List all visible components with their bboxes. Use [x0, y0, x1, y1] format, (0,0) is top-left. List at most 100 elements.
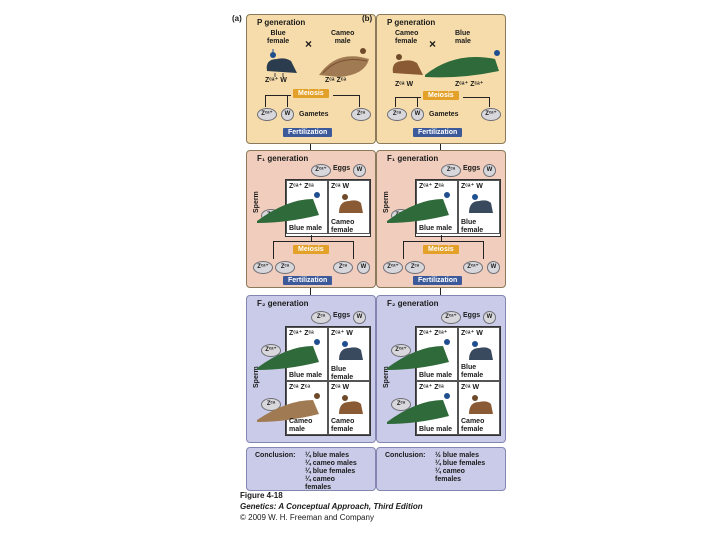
fertilization-label: Fertilization	[283, 276, 333, 285]
meiosis-label: Meiosis	[423, 91, 459, 100]
cameo-male-peacock	[319, 48, 369, 77]
f2-title: F₂ generation	[257, 299, 309, 308]
eggs-label: Eggs	[463, 165, 481, 172]
egg-oval: Zᶜᵃ⁺	[441, 311, 461, 324]
cell-genotype: Zᶜᵃ W	[331, 384, 350, 391]
punnett-cell: Zᶜᵃ⁺ Zᶜᵃ⁺ Blue male	[387, 327, 458, 381]
cameo-female-peacock	[469, 395, 493, 414]
egg-oval: W	[353, 164, 366, 177]
sperm-oval: Zᶜᵃ⁺	[261, 344, 281, 357]
connector	[311, 235, 312, 241]
punnett-cell: Zᶜᵃ W Cameo female	[458, 381, 500, 435]
blue-male-peacock	[257, 339, 320, 370]
cell-genotype: Zᶜᵃ W	[461, 384, 480, 391]
eggs-label: Eggs	[463, 312, 481, 319]
sperm-oval: Zᶜᵃ	[261, 398, 281, 411]
gamete-oval: Zᶜᵃ⁺	[257, 108, 277, 121]
connector	[310, 144, 311, 150]
punnett-cell: Zᶜᵃ Zᶜᵃ Cameo male	[257, 381, 328, 435]
conclusion-line: ¼ blue males	[305, 452, 349, 459]
fertilization-label: Fertilization	[413, 276, 463, 285]
connector	[440, 288, 441, 295]
cell-phenotype: Cameo female	[331, 219, 355, 234]
cell-genotype: Zᶜᵃ⁺ W	[461, 330, 483, 337]
connector	[417, 97, 418, 107]
cell-genotype: Zᶜᵃ⁺ Zᶜᵃ⁺	[419, 330, 448, 337]
figure-caption: Figure 4-18 Genetics: A Conceptual Appro…	[240, 490, 423, 523]
punnett-cell: Zᶜᵃ⁺ W Blue female	[458, 327, 500, 381]
book-title: Genetics: A Conceptual Approach, Third E…	[240, 502, 423, 511]
figure-number: Figure 4-18	[240, 491, 283, 500]
gametes-label: Gametes	[299, 111, 329, 118]
cell-genotype: Zᶜᵃ⁺ Zᶜᵃ	[289, 183, 314, 190]
eggs-label: Eggs	[333, 312, 351, 319]
punnett-cell: Zᶜᵃ⁺ W Blue female	[458, 180, 500, 234]
cross-symbol: ×	[305, 37, 313, 51]
cell-phenotype: Blue male	[419, 426, 453, 433]
cameo-female-peacock	[339, 395, 363, 414]
blue-female-peacock	[469, 341, 493, 360]
conclusion-label: Conclusion:	[385, 452, 426, 459]
p-generation-box: P generation Blue female × Cameo male Zᶜ…	[246, 14, 376, 144]
p-title: P generation	[387, 18, 436, 27]
conclusion-line: ¼ blue females	[305, 468, 356, 475]
gamete-oval: Zᶜᵃ	[405, 261, 425, 274]
cameo-male-peacock	[257, 393, 320, 422]
cell-genotype: Zᶜᵃ⁺ Zᶜᵃ	[419, 183, 444, 190]
egg-oval: Zᶜᵃ	[311, 311, 331, 324]
connector	[403, 241, 483, 242]
p-left-label: Blue female	[267, 30, 290, 45]
cell-phenotype: Blue female	[461, 219, 484, 234]
f2-generation-box: F₂ generation Zᶜᵃ⁺ Eggs W Zᶜᵃ⁺ Sperm Zᶜᵃ…	[376, 295, 506, 443]
blue-male-peacock	[387, 339, 450, 370]
cameo-female-peacock	[339, 194, 363, 213]
connector	[265, 95, 266, 107]
fertilization-label: Fertilization	[283, 128, 333, 137]
connector	[489, 97, 490, 107]
connector	[273, 241, 274, 259]
conclusion-line: ½ blue males	[435, 452, 479, 459]
connector	[333, 95, 359, 96]
f1-generation-box: F₁ generation Zᶜᵃ⁺ Eggs W Sperm Zᶜᵃ Zᶜᵃ⁺…	[246, 150, 376, 288]
gamete-oval: W	[487, 261, 500, 274]
connector	[273, 241, 353, 242]
conclusion-line: ¼ blue females	[435, 460, 486, 467]
p-left-genotype: Zᶜᵃ⁺ W	[265, 77, 287, 84]
gamete-oval: Zᶜᵃ	[387, 108, 407, 121]
eggs-label: Eggs	[333, 165, 351, 172]
cell-phenotype: Blue male	[419, 372, 453, 379]
connector	[310, 288, 311, 295]
fertilization-label: Fertilization	[413, 128, 463, 137]
sperm-oval: Zᶜᵃ⁺	[391, 344, 411, 357]
meiosis-label: Meiosis	[293, 245, 329, 254]
cell-genotype: Zᶜᵃ⁺ W	[461, 183, 483, 190]
cross-symbol: ×	[429, 37, 437, 51]
cell-phenotype: Cameo female	[461, 418, 485, 433]
f1-title: F₁ generation	[387, 154, 439, 163]
connector	[441, 235, 442, 241]
gamete-oval: W	[357, 261, 370, 274]
gamete-oval: Zᶜᵃ	[351, 108, 371, 121]
f2-generation-box: F₂ generation Zᶜᵃ Eggs W Zᶜᵃ⁺ Sperm Zᶜᵃ …	[246, 295, 376, 443]
blue-female-peacock	[339, 341, 363, 360]
punnett-cell: Zᶜᵃ⁺ Zᶜᵃ Blue male	[387, 180, 458, 234]
connector	[395, 97, 396, 107]
panel-tag: (b)	[362, 14, 373, 23]
cell-phenotype: Blue female	[461, 364, 484, 379]
connector	[359, 95, 360, 107]
egg-oval: W	[353, 311, 366, 324]
blue-male-peacock	[257, 192, 320, 223]
connector	[395, 97, 421, 98]
blue-male-peacock	[425, 50, 500, 78]
egg-oval: Zᶜᵃ	[441, 164, 461, 177]
egg-oval: Zᶜᵃ⁺	[311, 164, 331, 177]
cell-genotype: Zᶜᵃ⁺ Zᶜᵃ	[289, 330, 314, 337]
p-right-genotype: Zᶜᵃ⁺ Zᶜᵃ⁺	[455, 81, 484, 88]
cell-phenotype: Blue male	[289, 225, 323, 232]
connector	[403, 241, 404, 259]
meiosis-label: Meiosis	[423, 245, 459, 254]
conclusion-line: ¼ cameo females	[305, 476, 335, 491]
cell-genotype: Zᶜᵃ⁺ Zᶜᵃ	[419, 384, 444, 391]
cell-phenotype: Cameo female	[331, 418, 355, 433]
cell-genotype: Zᶜᵃ⁺ W	[331, 330, 353, 337]
